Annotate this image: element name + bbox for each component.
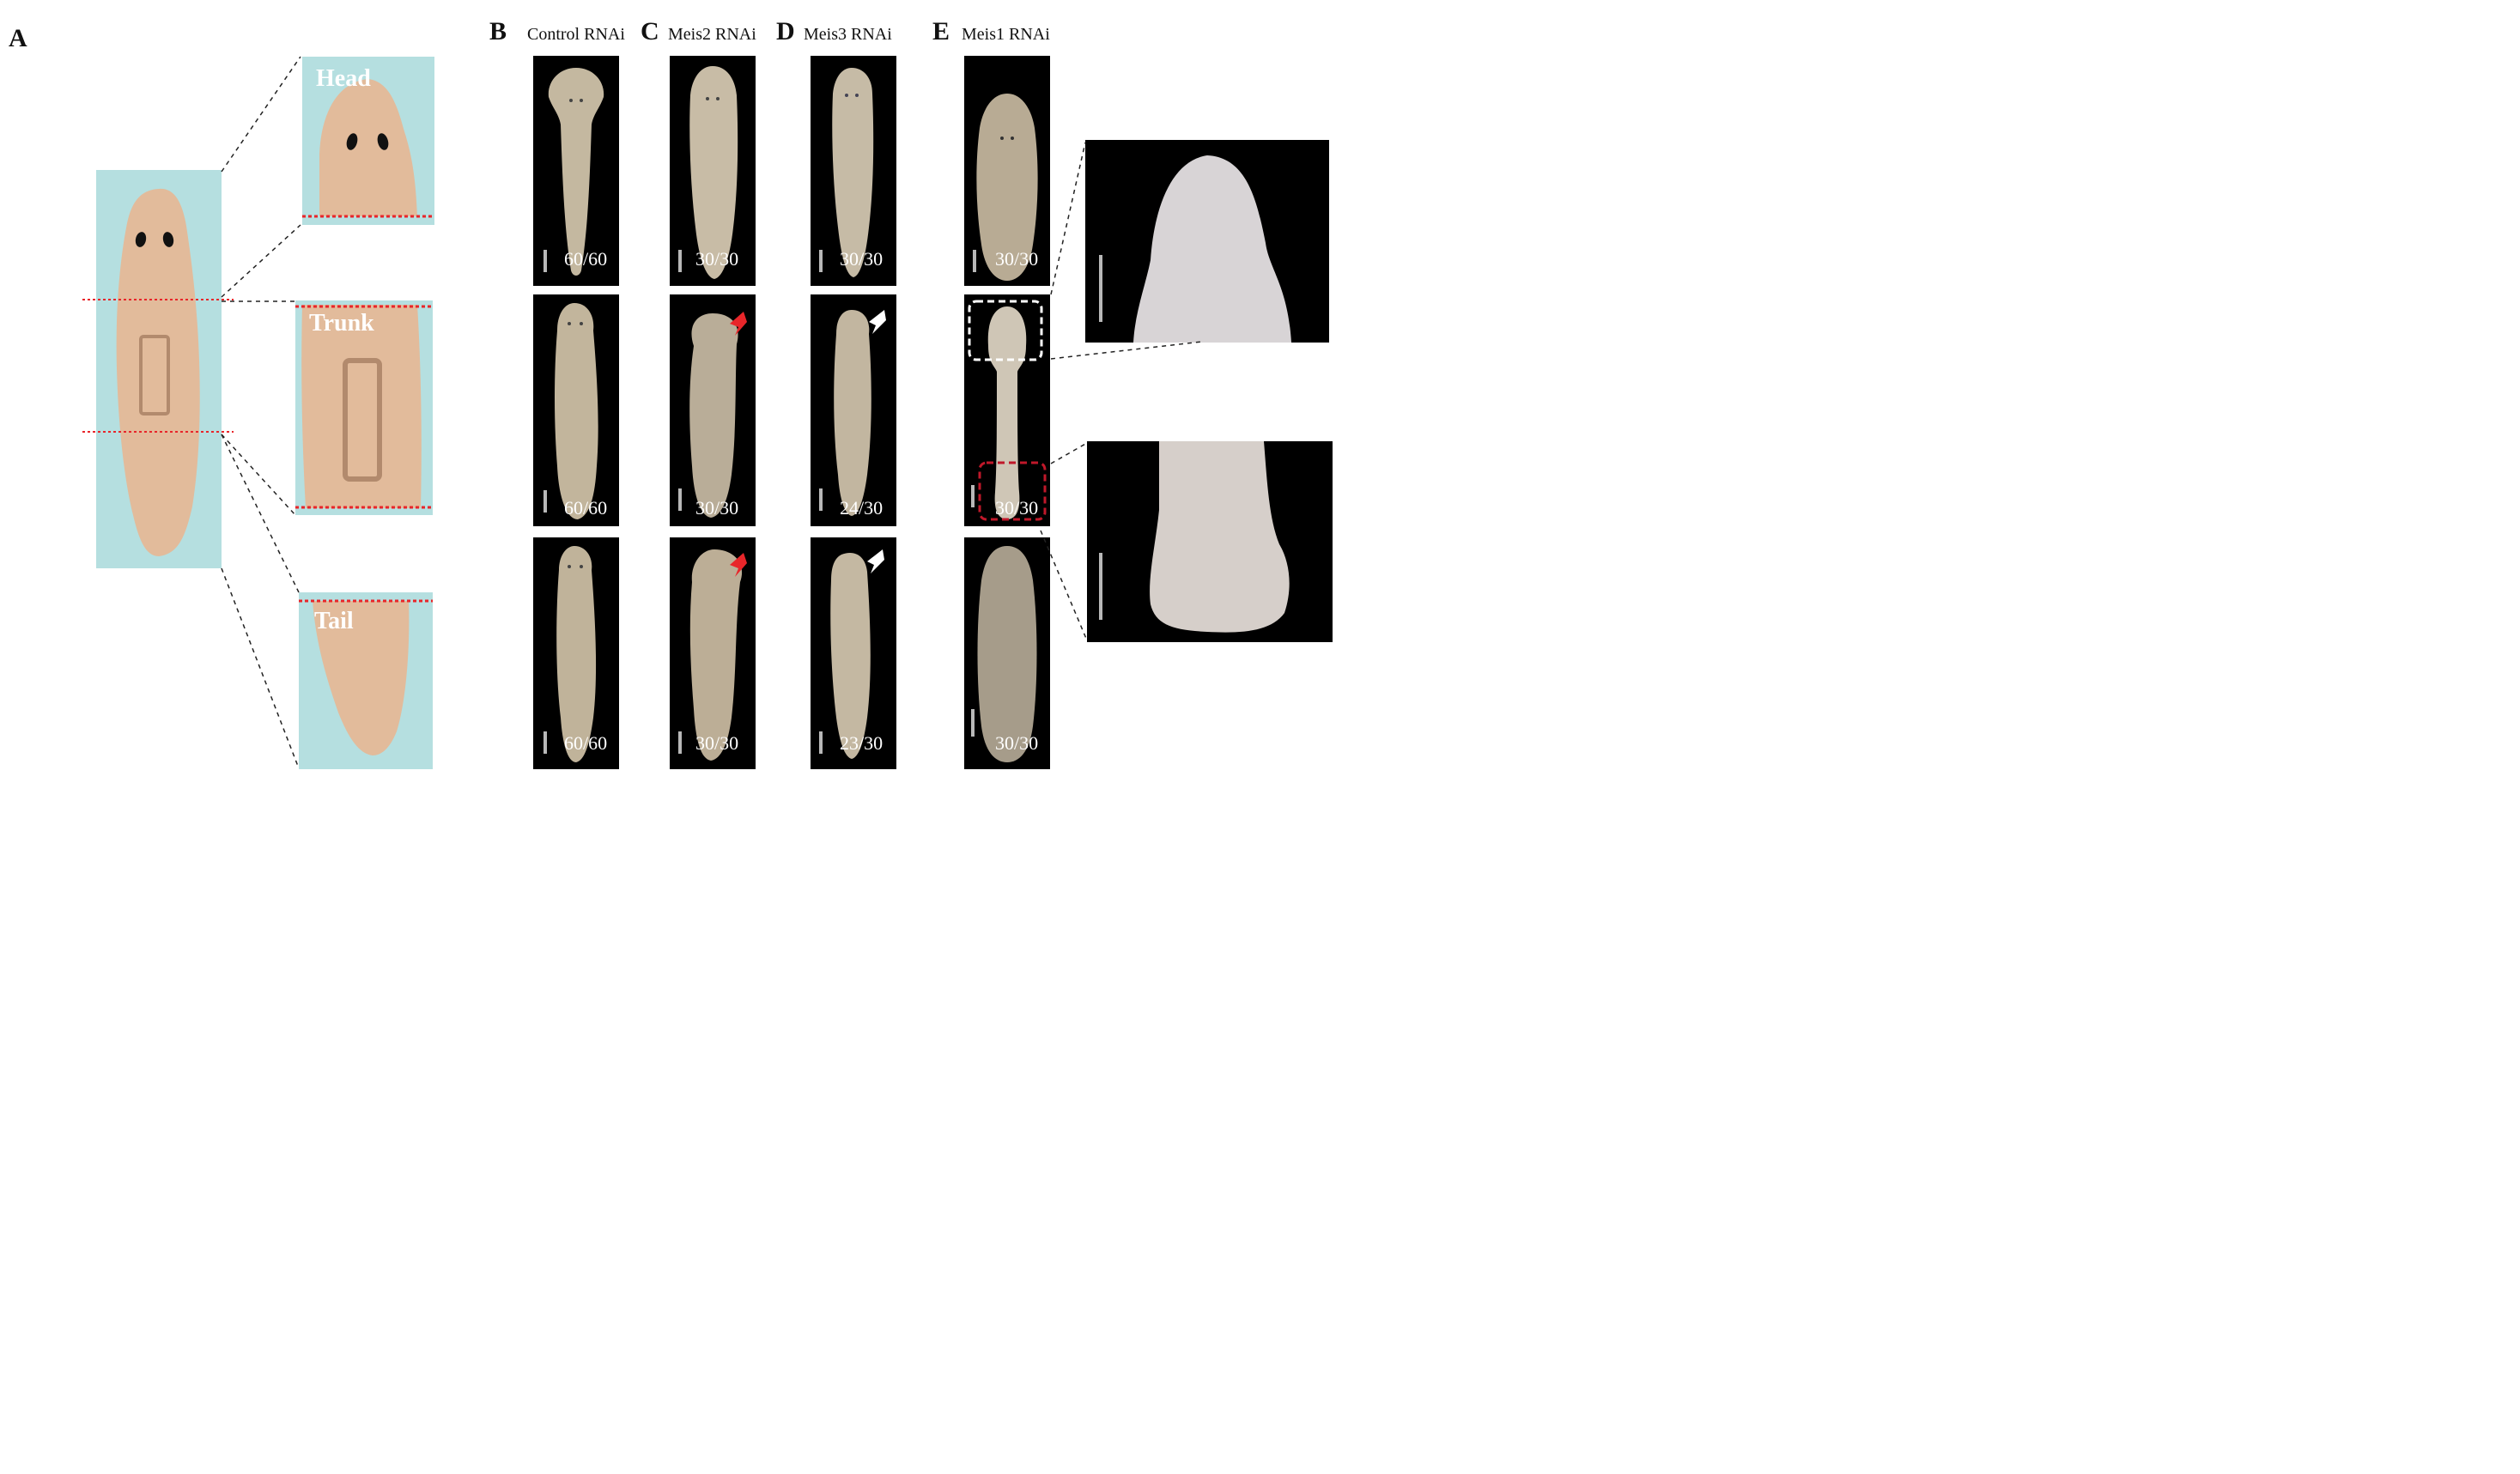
whole-worm-right-eye bbox=[162, 232, 174, 247]
trunk-label: Trunk bbox=[309, 310, 374, 337]
zoom-inset-head bbox=[1085, 140, 1329, 343]
panel-b-letter: B bbox=[489, 17, 507, 45]
count-meis2-tail: 30/30 bbox=[695, 732, 739, 754]
count-control-head: 60/60 bbox=[564, 248, 608, 270]
connector-lines bbox=[221, 56, 301, 769]
count-meis1-tail: 30/30 bbox=[995, 732, 1039, 754]
count-meis1-head: 30/30 bbox=[995, 248, 1039, 270]
photo-control-tail: 60/60 bbox=[533, 537, 619, 769]
tail-label: Tail bbox=[314, 608, 354, 634]
photo-meis2-tail: 30/30 bbox=[670, 537, 756, 769]
photo-meis1-tail: 30/30 bbox=[964, 537, 1050, 769]
photo-meis1-trunk: 30/30 bbox=[964, 294, 1050, 526]
count-meis3-tail: 23/30 bbox=[840, 732, 884, 754]
panel-c-letter: C bbox=[641, 17, 659, 45]
photo-meis2-head: 30/30 bbox=[670, 56, 756, 286]
zoom-inset-tail bbox=[1087, 441, 1333, 642]
trunk-box-pharynx bbox=[343, 358, 382, 482]
panel-a-schematic bbox=[82, 56, 434, 769]
whole-worm-left-eye bbox=[135, 232, 147, 247]
photo-meis3-trunk: 24/30 bbox=[811, 294, 896, 526]
meis1-rnai-title: Meis1 RNAi bbox=[962, 25, 1050, 44]
count-meis3-head: 30/30 bbox=[840, 248, 884, 270]
head-label: Head bbox=[316, 65, 371, 92]
count-control-tail: 60/60 bbox=[564, 732, 608, 754]
count-meis1-trunk: 30/30 bbox=[995, 497, 1039, 519]
meis2-rnai-title: Meis2 RNAi bbox=[668, 25, 756, 44]
control-rnai-title: Control RNAi bbox=[527, 25, 625, 44]
head-box-left-eye bbox=[346, 133, 358, 150]
panel-e-letter: E bbox=[932, 17, 950, 45]
head-box-body bbox=[319, 79, 417, 216]
whole-worm-body bbox=[116, 188, 200, 556]
count-meis2-head: 30/30 bbox=[695, 248, 739, 270]
panel-d-letter: D bbox=[776, 17, 795, 45]
panel-a-letter: A bbox=[9, 24, 27, 52]
count-meis2-trunk: 30/30 bbox=[695, 497, 739, 519]
head-box-right-eye bbox=[377, 133, 389, 150]
tail-box-body bbox=[313, 601, 410, 755]
photo-meis3-head: 30/30 bbox=[811, 56, 896, 286]
photo-control-trunk: 60/60 bbox=[533, 294, 619, 526]
photo-meis1-head: 30/30 bbox=[964, 56, 1050, 286]
count-control-trunk: 60/60 bbox=[564, 497, 608, 519]
whole-worm-pharynx bbox=[139, 335, 170, 416]
photo-control-head: 60/60 bbox=[533, 56, 619, 286]
trunk-box-body bbox=[301, 305, 422, 508]
count-meis3-trunk: 24/30 bbox=[840, 497, 884, 519]
photo-meis2-trunk: 30/30 bbox=[670, 294, 756, 526]
meis3-rnai-title: Meis3 RNAi bbox=[804, 25, 892, 44]
photo-meis3-tail: 23/30 bbox=[811, 537, 896, 769]
